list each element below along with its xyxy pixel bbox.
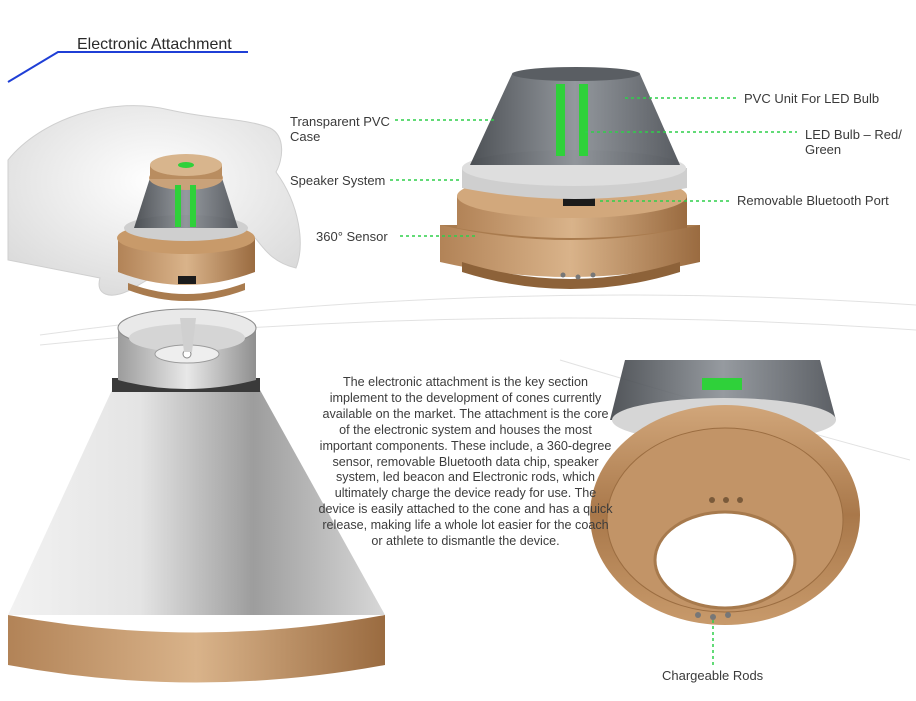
- label-pvc-unit: PVC Unit For LED Bulb: [744, 91, 880, 106]
- title-underline: [7, 51, 248, 83]
- description-paragraph: The electronic attachment is the key sec…: [318, 375, 613, 549]
- label-led-bulb: LED Bulb – Red/ Green: [805, 127, 902, 157]
- label-chargeable-rods: Chargeable Rods: [662, 668, 764, 683]
- page-title: Electronic Attachment: [77, 36, 232, 53]
- label-transparent-case: Transparent PVC Case: [290, 114, 390, 144]
- callout-leaders: [390, 97, 797, 665]
- attachment-front-view: [440, 67, 700, 289]
- cone-illustration: [8, 308, 385, 683]
- label-360-sensor: 360° Sensor: [316, 229, 388, 244]
- label-bluetooth-port: Removable Bluetooth Port: [737, 193, 889, 208]
- attachment-in-hand: [117, 154, 255, 301]
- label-speaker-system: Speaker System: [290, 173, 386, 188]
- attachment-underside-view: [590, 360, 860, 625]
